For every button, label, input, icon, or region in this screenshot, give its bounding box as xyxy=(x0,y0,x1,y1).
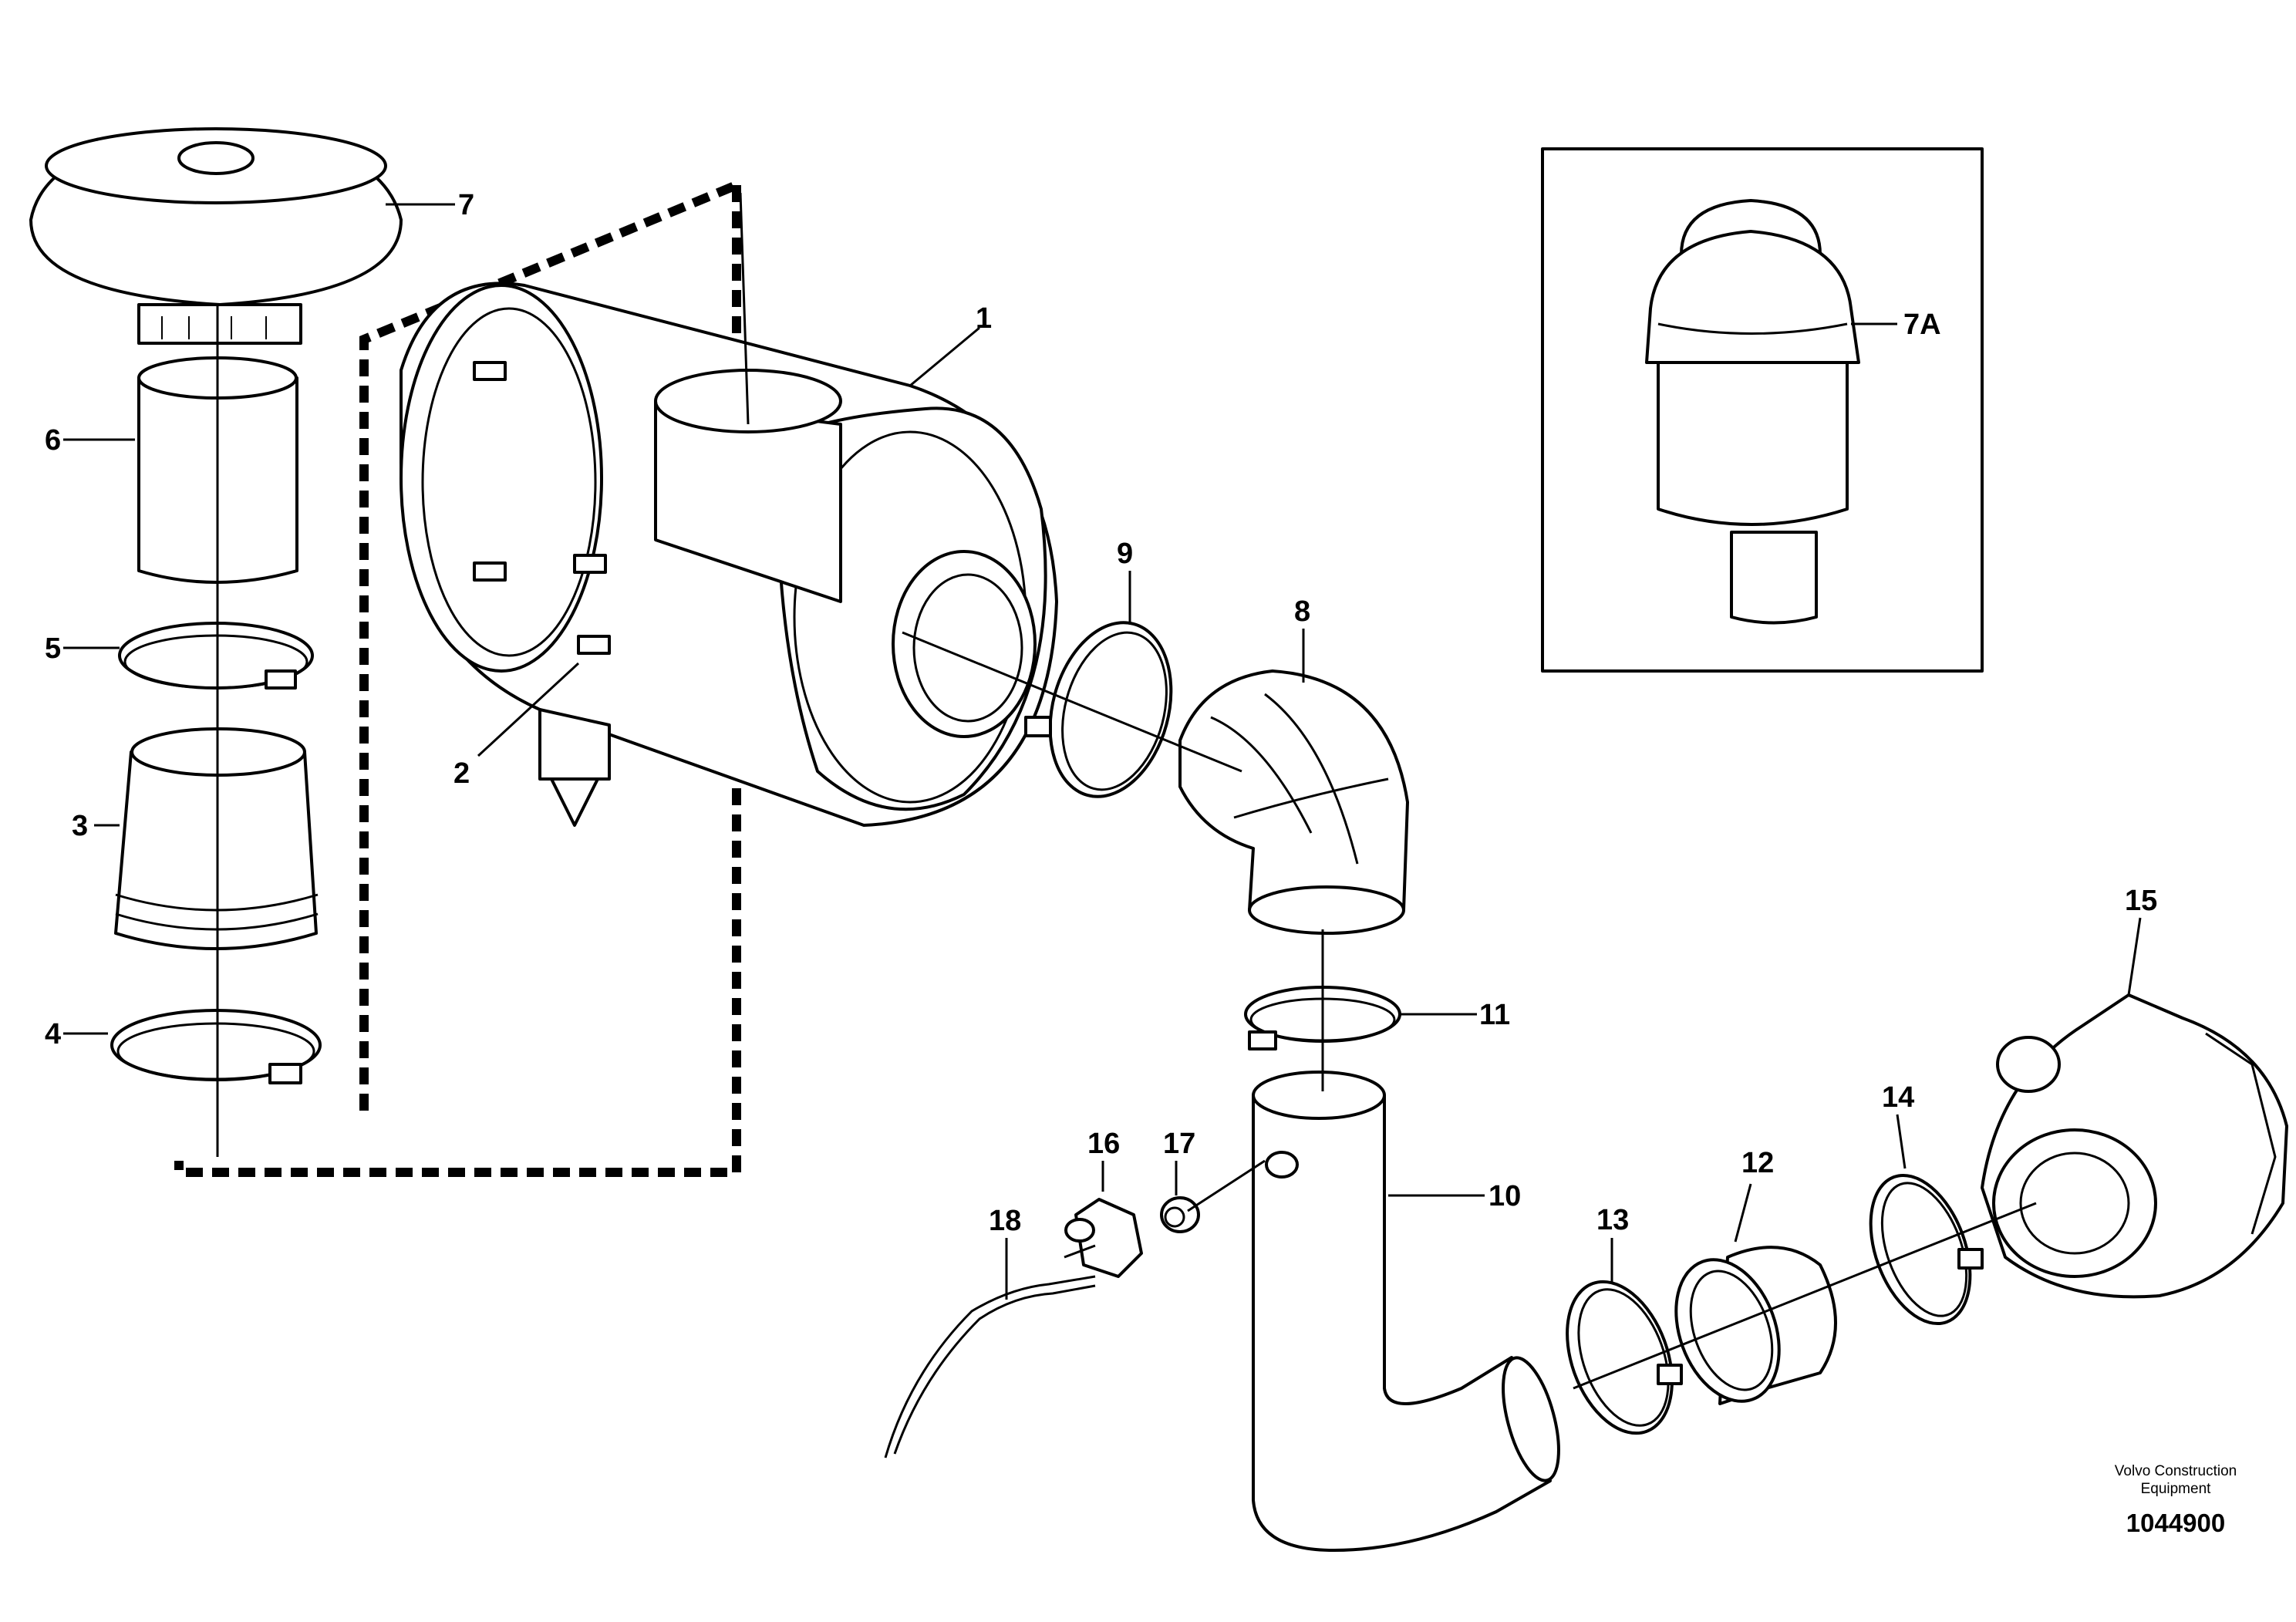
label-7: 7 xyxy=(458,189,474,221)
part-12-hose-connector xyxy=(1674,1246,1837,1405)
footer-brand-line2: Equipment xyxy=(2141,1481,2212,1497)
footer-brand-line1: Volvo Construction xyxy=(2115,1463,2237,1479)
part-8-elbow-hose xyxy=(1178,669,1409,935)
label-15: 15 xyxy=(2125,885,2157,917)
label-6: 6 xyxy=(45,424,61,457)
part-18-cable xyxy=(884,1275,1096,1458)
part-1-air-filter-housing xyxy=(400,282,1058,827)
label-2: 2 xyxy=(453,757,470,790)
inset-box-7a xyxy=(1541,147,1984,673)
label-5: 5 xyxy=(45,632,61,665)
part-16-sensor xyxy=(1064,1198,1143,1278)
part-labels: 7 6 5 3 4 1 2 9 8 11 10 12 13 14 15 16 1… xyxy=(45,189,2157,1237)
assembly-boundary-dashed xyxy=(174,180,741,1177)
part-4-hose-clamp xyxy=(110,1009,322,1084)
label-18: 18 xyxy=(989,1205,1021,1237)
part-9-hose-clamp xyxy=(1024,621,1173,798)
label-9: 9 xyxy=(1117,538,1133,570)
footer: Volvo Construction Equipment 1044900 xyxy=(2115,1463,2237,1537)
part-5-hose-clamp xyxy=(118,622,314,690)
label-12: 12 xyxy=(1741,1147,1774,1179)
label-7a: 7A xyxy=(1903,309,1941,341)
part-13-hose-clamp xyxy=(1566,1280,1683,1435)
part-15-turbocharger xyxy=(1981,993,2288,1299)
part-10-intake-pipe xyxy=(1252,1071,1560,1552)
label-16: 16 xyxy=(1087,1128,1120,1160)
label-4: 4 xyxy=(45,1018,61,1050)
label-17: 17 xyxy=(1163,1128,1195,1160)
label-1: 1 xyxy=(976,302,992,335)
label-3: 3 xyxy=(72,810,88,842)
label-14: 14 xyxy=(1882,1081,1914,1114)
leader-lines xyxy=(63,192,2142,1390)
label-13: 13 xyxy=(1596,1204,1629,1236)
label-8: 8 xyxy=(1294,595,1310,628)
label-11: 11 xyxy=(1479,999,1510,1031)
label-10: 10 xyxy=(1489,1180,1521,1212)
part-7-precleaner-cap xyxy=(29,127,403,345)
part-17-grommet xyxy=(1160,1196,1200,1233)
drawing-number: 1044900 xyxy=(2126,1509,2225,1537)
